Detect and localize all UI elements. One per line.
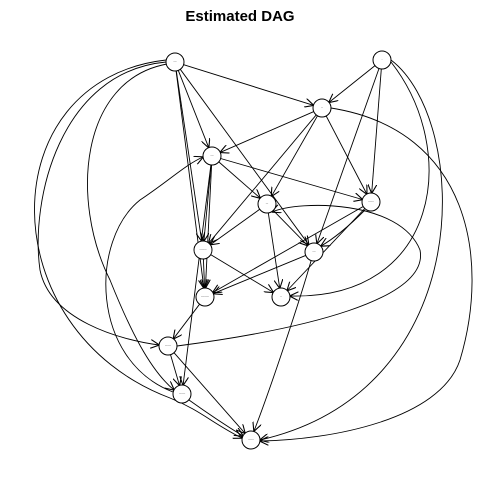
node-circle <box>158 336 178 356</box>
node-label: ------- <box>368 201 374 204</box>
edge-n1-n7 <box>175 70 201 241</box>
node-n7: --------- <box>193 240 213 260</box>
node-circle <box>361 192 381 212</box>
edge-n4-n7 <box>204 164 212 241</box>
node-n5: --- <box>257 194 277 214</box>
node-circle <box>271 287 291 307</box>
node-n10: -- <box>271 287 291 307</box>
edge-n4-n5 <box>218 161 260 198</box>
edge-n11-n12 <box>170 354 180 386</box>
edge-n8-n9 <box>213 254 306 293</box>
node-n8: ---- <box>304 242 324 262</box>
edge-n2-n10 <box>290 61 430 296</box>
node-n2: - <box>372 50 392 70</box>
edge-n12-n13 <box>188 399 243 436</box>
edge-n5-n10 <box>267 212 279 288</box>
edge-n2-n13 <box>260 59 443 440</box>
edge-n1-n11 <box>37 61 167 345</box>
node-circle <box>304 242 324 262</box>
edge-n3-n4 <box>220 111 314 153</box>
node-layer: ----------------------------------------… <box>158 50 392 450</box>
node-label: ---------- <box>201 296 209 299</box>
node-n6: ------- <box>361 192 381 212</box>
edge-n2-n6 <box>372 68 382 193</box>
edge-n8-n13 <box>254 260 312 431</box>
node-n9: ---------- <box>195 287 215 307</box>
edge-n11-n5 <box>176 205 421 347</box>
node-circle <box>241 430 261 450</box>
edge-n1-n3 <box>183 64 314 106</box>
edge-n4-n12 <box>183 164 212 385</box>
node-label: -------- <box>165 345 172 348</box>
edge-n3-n13 <box>260 107 473 441</box>
node-label: ---- <box>173 61 176 64</box>
node-circle <box>372 50 392 70</box>
edge-n6-n9 <box>213 206 364 293</box>
node-circle <box>193 240 213 260</box>
edge-n12-n4 <box>105 157 203 393</box>
edge-n1-n8 <box>179 69 308 244</box>
edge-n7-n10 <box>210 254 274 293</box>
node-n11: -------- <box>158 336 178 356</box>
edge-n1-n12 <box>87 63 174 390</box>
node-circle <box>257 194 277 214</box>
node-circle <box>195 287 215 307</box>
node-n4: ---- <box>202 146 222 166</box>
node-label: - <box>382 59 383 62</box>
node-circle <box>172 384 192 404</box>
node-label: ---- <box>210 155 213 158</box>
edge-layer <box>34 59 473 441</box>
edge-n5-n7 <box>210 208 260 244</box>
edge-n11-n13 <box>173 352 245 434</box>
edge-n3-n6 <box>325 115 367 194</box>
node-n1: ---- <box>165 52 185 72</box>
edge-n4-n9 <box>205 164 213 288</box>
edge-n1-n4 <box>177 70 208 147</box>
node-label: ---- <box>312 251 315 254</box>
node-label: ------- <box>248 439 254 442</box>
edge-n1-n13 <box>34 59 242 438</box>
edge-n2-n8 <box>317 68 380 244</box>
edge-n5-n8 <box>272 210 307 245</box>
edge-n6-n8 <box>321 209 366 246</box>
node-circle <box>202 146 222 166</box>
node-label: --- <box>266 203 269 206</box>
edge-n2-n3 <box>329 65 376 103</box>
diagram-title: Estimated DAG <box>185 8 295 25</box>
edge-n3-n7 <box>209 114 317 243</box>
edge-n9-n11 <box>173 303 200 339</box>
node-circle <box>312 98 332 118</box>
node-n13: ------- <box>241 430 261 450</box>
node-label: -- <box>321 107 323 110</box>
node-circle <box>165 52 185 72</box>
node-n3: -- <box>312 98 332 118</box>
edge-n3-n5 <box>272 115 318 196</box>
node-label: -- <box>280 296 282 299</box>
edge-n6-n10 <box>287 208 366 291</box>
node-label: -------- <box>179 393 186 396</box>
edge-n7-n9 <box>203 258 204 288</box>
node-n12: -------- <box>172 384 192 404</box>
edge-n4-n6 <box>220 158 363 200</box>
node-label: --------- <box>199 249 206 252</box>
